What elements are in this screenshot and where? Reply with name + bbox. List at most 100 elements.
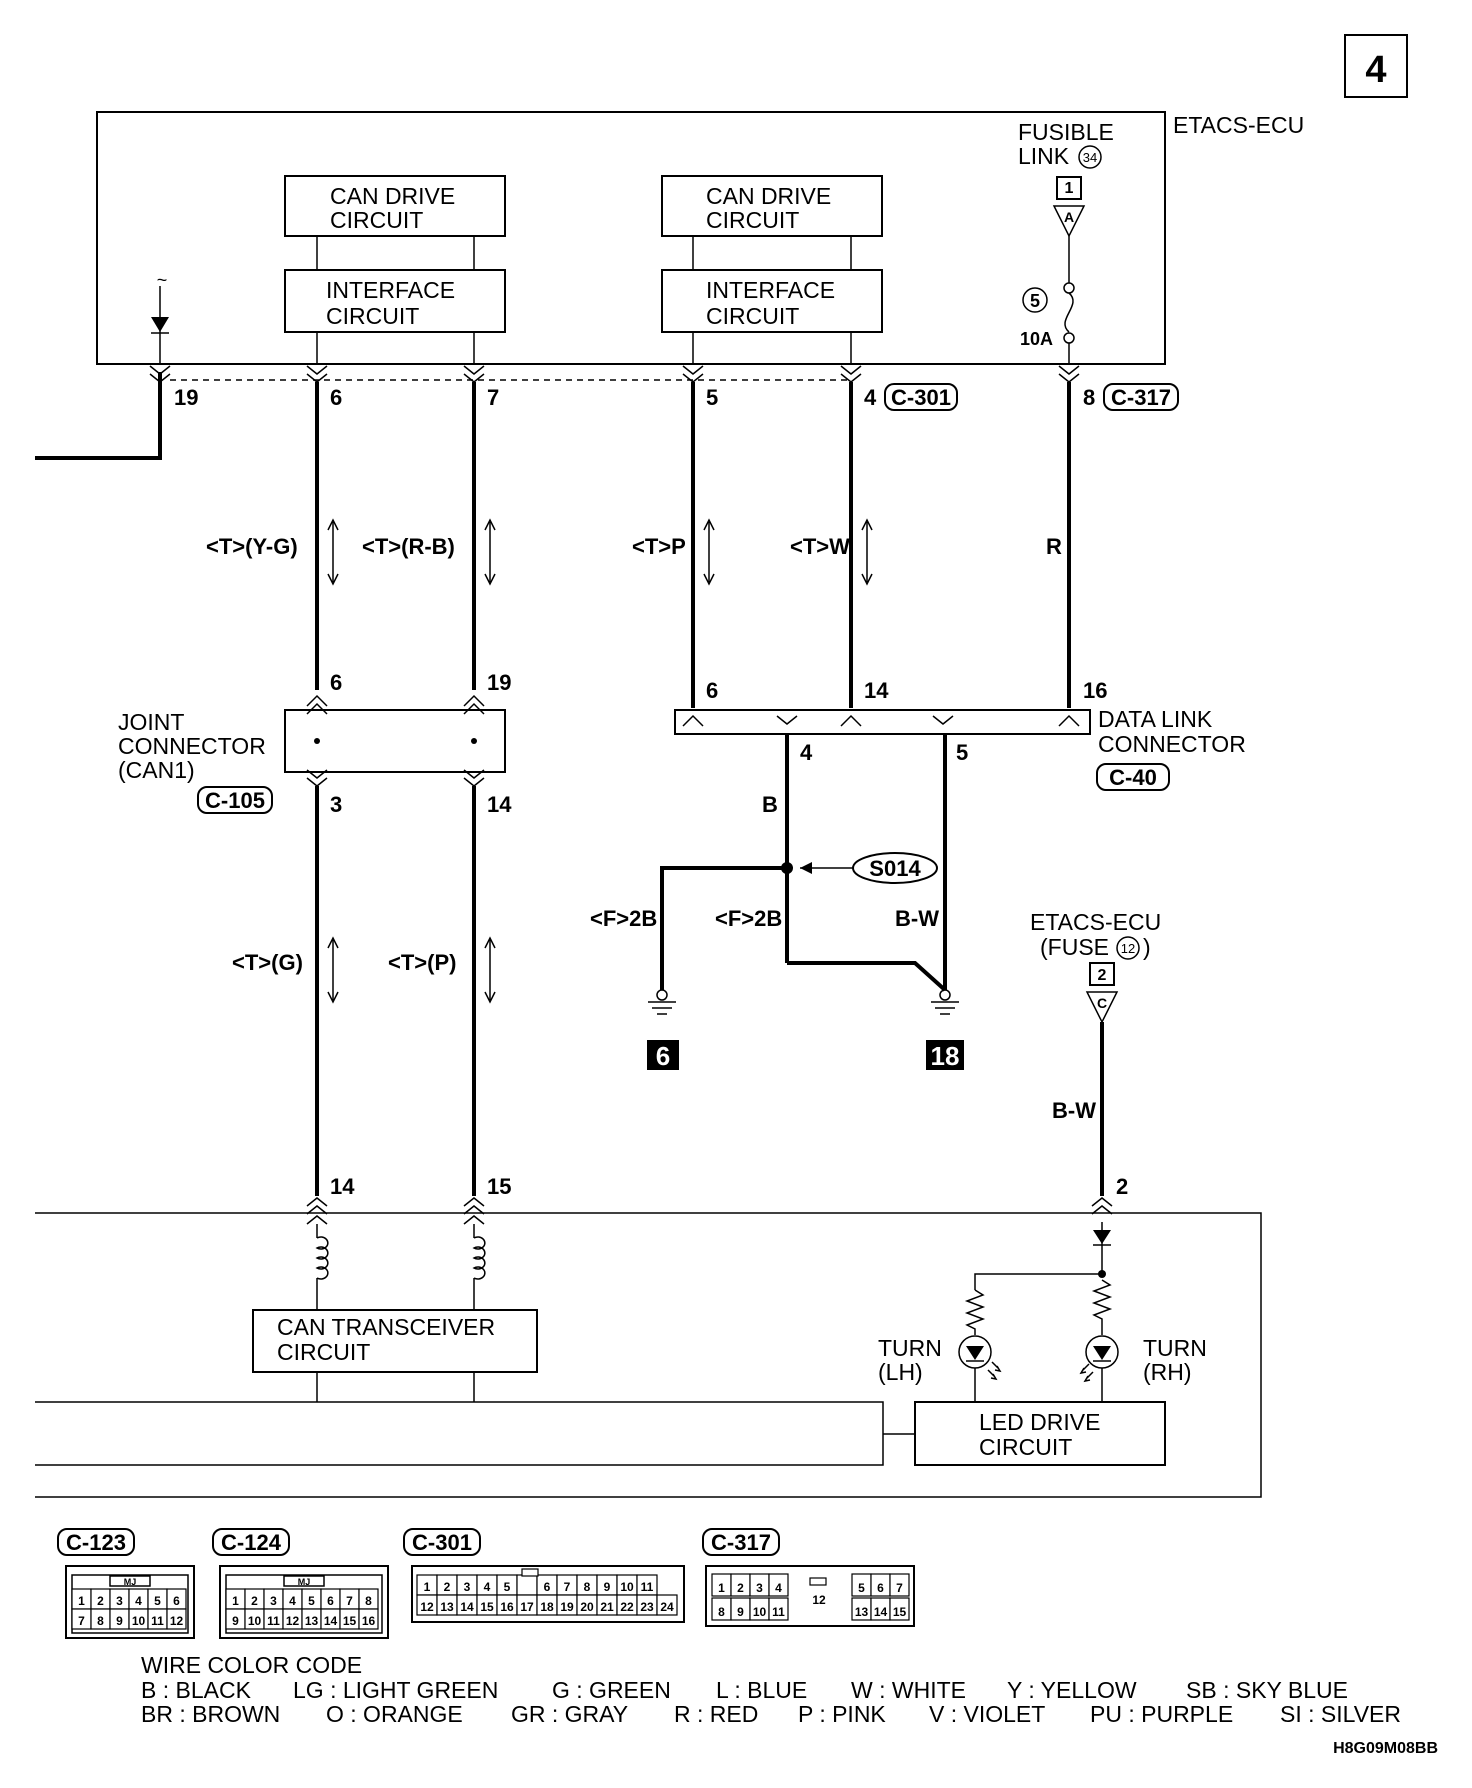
svg-text:GR : GRAY: GR : GRAY: [511, 1701, 628, 1727]
fusible-link-tri: A: [1064, 209, 1074, 225]
pin-number: 11: [267, 1614, 280, 1628]
meter-pin-15: 15: [487, 1174, 511, 1199]
fusible-link-label-2: LINK: [1018, 143, 1070, 169]
connector-notch: [809, 1577, 827, 1586]
svg-text:SB : SKY BLUE: SB : SKY BLUE: [1186, 1677, 1348, 1703]
dlc-pin-6: 6: [706, 678, 718, 703]
pin-number: 1: [232, 1594, 239, 1608]
pin-number: 8: [718, 1605, 725, 1619]
can-drive-circuit-2: CAN DRIVE CIRCUIT: [661, 175, 883, 237]
meter-pin-2: 2: [1116, 1174, 1128, 1199]
svg-text:CIRCUIT: CIRCUIT: [706, 207, 799, 233]
svg-text:Y : YELLOW: Y : YELLOW: [1007, 1677, 1137, 1703]
pin-number: 1: [718, 1581, 725, 1595]
svg-text:~: ~: [157, 270, 168, 290]
pin-number: 22: [620, 1600, 634, 1614]
dlc-pin-16: 16: [1083, 678, 1107, 703]
pin-number: 19: [560, 1600, 574, 1614]
pin-cell: [768, 1597, 789, 1621]
svg-text:CAN TRANSCEIVER: CAN TRANSCEIVER: [277, 1314, 495, 1340]
dlc-pin-5: 5: [956, 740, 968, 765]
pin-number: 16: [362, 1614, 376, 1628]
pin-number: 14: [460, 1600, 474, 1614]
pin-number: 24: [660, 1600, 674, 1614]
diode-icon: ~: [151, 270, 169, 364]
pin-number: 7: [896, 1581, 903, 1595]
svg-text:CAN DRIVE: CAN DRIVE: [330, 183, 455, 209]
pin-number: 8: [97, 1614, 104, 1628]
wire-label-g: <T>(G): [232, 950, 303, 975]
pin-number: 2: [97, 1594, 104, 1608]
meter-pin-14: 14: [330, 1174, 355, 1199]
svg-text:P : PINK: P : PINK: [798, 1701, 886, 1727]
pin-number: 13: [440, 1600, 454, 1614]
pin-number: 23: [640, 1600, 654, 1614]
pin-number: 16: [500, 1600, 514, 1614]
svg-text:C-301: C-301: [412, 1530, 472, 1555]
splice-point: [781, 862, 793, 874]
pin-number: 5: [154, 1594, 161, 1608]
pin-number: 9: [604, 1580, 611, 1594]
svg-text:G : GREEN: G : GREEN: [552, 1677, 671, 1703]
pin-number: 10: [132, 1614, 146, 1628]
resistor-icon-lh: [964, 1289, 986, 1335]
ecu-pin-5: 5: [706, 385, 718, 410]
pin-number: 5: [504, 1580, 511, 1594]
svg-text:C-317: C-317: [711, 1530, 771, 1555]
dlc-pin-14: 14: [864, 678, 889, 703]
pin-number: 10: [620, 1580, 634, 1594]
pin-number: 7: [564, 1580, 571, 1594]
turn-lh-label-1: TURN: [878, 1335, 942, 1361]
svg-text:CIRCUIT: CIRCUIT: [979, 1434, 1072, 1460]
wire-color-code-row2: BR : BROWN O : ORANGE GR : GRAY R : RED …: [141, 1701, 1401, 1727]
svg-text:C-123: C-123: [66, 1530, 126, 1555]
pin-cell: [889, 1573, 910, 1597]
ecu-pin-chevrons: [149, 365, 1080, 383]
pin-cell: [516, 1574, 538, 1596]
lower-can-wires: [315, 786, 476, 1196]
svg-text:R : RED: R : RED: [674, 1701, 758, 1727]
pin-number: 8: [365, 1594, 372, 1608]
joint-label-3: (CAN1): [118, 757, 195, 783]
page-number: 4: [1365, 49, 1386, 91]
svg-text:18: 18: [931, 1041, 960, 1071]
pin-cell: [889, 1597, 910, 1621]
ecu-pin-6: 6: [330, 385, 342, 410]
resistor-icon-rh: [1091, 1279, 1113, 1335]
pin-cell: [768, 1573, 789, 1597]
pin-number-center: 12: [812, 1593, 826, 1607]
pin-number: 15: [480, 1600, 494, 1614]
comm-arrows-lower: [327, 936, 496, 1004]
pin-number: 6: [327, 1594, 334, 1608]
pin-number: 3: [464, 1580, 471, 1594]
pin-number: 9: [116, 1614, 123, 1628]
svg-text:B : BLACK: B : BLACK: [141, 1677, 252, 1703]
etacs-fuse-label-2: (FUSE: [1040, 934, 1109, 960]
svg-text:BR : BROWN: BR : BROWN: [141, 1701, 280, 1727]
pin-number: 13: [855, 1605, 869, 1619]
dlc-pin-4: 4: [800, 740, 813, 765]
svg-text:W : WHITE: W : WHITE: [851, 1677, 966, 1703]
svg-text:O : ORANGE: O : ORANGE: [326, 1701, 463, 1727]
etacs-fuse-label-1: ETACS-ECU: [1030, 909, 1161, 935]
connector-notch: [521, 1568, 539, 1577]
svg-text:LED DRIVE: LED DRIVE: [979, 1409, 1100, 1435]
pin-number: 11: [151, 1614, 164, 1628]
data-link-connector: [674, 709, 1091, 735]
pin-number: 3: [116, 1594, 123, 1608]
fusible-link-number: 34: [1083, 150, 1097, 165]
turn-rh-label-1: TURN: [1143, 1335, 1207, 1361]
fuse-number: 5: [1030, 291, 1040, 311]
dlc-label-2: CONNECTOR: [1098, 731, 1246, 757]
svg-text:SI : SILVER: SI : SILVER: [1280, 1701, 1401, 1727]
ground-icon-6: 6: [647, 989, 679, 1071]
fusible-link-box: 1: [1065, 180, 1074, 197]
svg-text:INTERFACE: INTERFACE: [326, 277, 455, 303]
connector-id-c317: C-317: [1111, 385, 1171, 410]
wire-color-code-row1: B : BLACK LG : LIGHT GREEN G : GREEN L :…: [141, 1677, 1348, 1703]
diode-icon-meter: [974, 1222, 1111, 1290]
pin-number: 20: [580, 1600, 594, 1614]
etacs-ecu-box: [96, 111, 1166, 365]
ecu-pin-7: 7: [487, 385, 499, 410]
